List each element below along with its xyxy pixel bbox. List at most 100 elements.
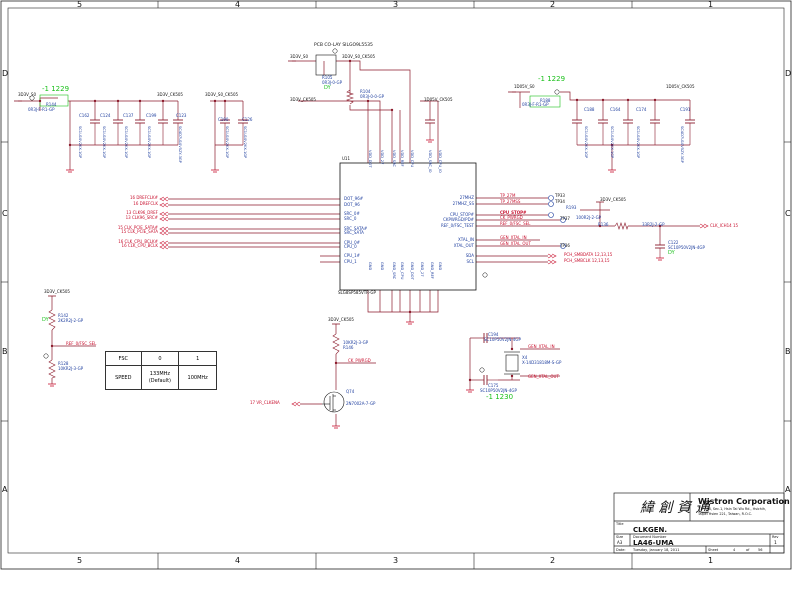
grid-col-5: 5 [77, 0, 83, 9]
grid-row-d-right: D [785, 69, 792, 78]
change-note-right: -1 1229 [538, 75, 566, 83]
c194-ref: C194 [488, 332, 499, 337]
dy-mark-1: DY [324, 85, 331, 91]
c175-val: SC10P50V2JN-4GP [480, 388, 517, 393]
pin-vdd-dot: VDD_DOT [368, 150, 372, 168]
r136-ref: R136 [598, 222, 609, 227]
cap-c190-val: SC1U10V2KX-1GP [225, 126, 229, 159]
rail-3d3v-ck505-a: 3D3V_CK505 [157, 92, 183, 97]
net-gen-xtal-out: GEN_XTAL_OUT [500, 241, 531, 246]
rail-3d3v-s0-ck505: 3D3V_S0_CK505 [205, 92, 239, 97]
net-xtal-out-2: GEN_XTAL_OUT [528, 374, 559, 379]
pin-gnd-3: GND [438, 262, 442, 271]
rev-value: 1 [774, 541, 777, 546]
title-block-frame [613, 492, 785, 554]
grid-row-b-right: B [785, 347, 791, 356]
sheet-title: CLKGEN. [633, 526, 668, 534]
c175-ref: C175 [488, 383, 499, 388]
pin-xtal-in: XTAL_IN [458, 237, 474, 242]
grid-col-3: 3 [393, 0, 399, 9]
doc-number: LA46-UMA [633, 539, 674, 547]
u11-val: SLG8SP585VTR-GP [338, 290, 376, 295]
cap-c137-val: SC1U10V2KX-1GP [124, 126, 128, 159]
net-clk-pcie-sata: 15 CLK_PCIE_SATA [121, 229, 158, 234]
grid-row-b: B [2, 347, 8, 356]
resistor-r188 [529, 95, 561, 108]
mosfet-q74 [323, 391, 345, 413]
rev-label: Rev [772, 535, 779, 539]
cap-c191-ref: C191 [680, 107, 691, 112]
c194-val: SC10P50V2JN-4GP [484, 337, 521, 342]
cap-c188-ref: C188 [584, 107, 595, 112]
grid-row-a: A [2, 485, 8, 494]
pin-gnd-2: GND [380, 262, 384, 271]
rail-3d3v-s0-left: 3D3V_S0 [18, 92, 36, 97]
tp36-label: TP36 [560, 243, 570, 248]
net-pch-smbclk: PCH_SMBCLK 12,13,15 [564, 258, 610, 263]
cap-c137-ref: C137 [123, 113, 134, 118]
cap-c123-val: SC4D7U10V5ZY-3GP [178, 126, 182, 163]
pin-gnd-src: GND_SRC [392, 262, 396, 280]
rail-3d3v-ck505-right: 3D3V_CK505 [600, 197, 626, 202]
rail-1d05v-ck505-mid: 1D05V_CK505 [424, 97, 453, 102]
doc-number-label: Document Number [633, 535, 667, 539]
company-name: Wistron Corporation [698, 497, 790, 506]
table-cell: 1 [178, 351, 217, 366]
pin-gnd-dot: GND_DOT [410, 262, 414, 280]
date-label: Date: [616, 548, 626, 552]
net-ref0-fsc: REF_0/FSC_SEL [500, 221, 531, 226]
pin-cpu-stop: CPU_STOP# [449, 212, 474, 217]
table-cell: 0 [140, 351, 180, 366]
tp34-label: TP34 [555, 199, 565, 204]
net-tp-27mss: TP_27MSS [500, 199, 521, 204]
cap-c162-ref: C162 [79, 113, 90, 118]
net-drefclk: 16 DREFCLK [133, 201, 158, 206]
grid-col-4-bottom: 4 [235, 556, 241, 565]
company-logo-text: 緯 創 資 通 [640, 500, 710, 516]
resistor-r136 [614, 222, 629, 230]
grid-row-a-right: A [785, 485, 791, 494]
grid-row-d: D [2, 69, 9, 78]
net-gen-xtal-in: GEN_XTAL_IN [500, 235, 527, 240]
pcb-colay-note: PCB CO-LAY SILGO9L5535 [314, 43, 373, 48]
crystal-x4 [505, 354, 519, 372]
title-label: Title [616, 522, 624, 526]
sheet-number: 4 [733, 548, 736, 552]
rail-1d05v-ck505-right: 1D05V_CK505 [666, 84, 695, 89]
grid-col-2: 2 [550, 0, 556, 9]
tp-marker [560, 217, 566, 223]
cap-c124-val: SC1U10V2KX-1GP [102, 126, 106, 159]
component-group [14, 48, 709, 429]
resistor-r105 [315, 54, 337, 76]
rail-3d3v-s0-top: 3D3V_S0 [290, 54, 308, 59]
clock-generator-chip [339, 162, 477, 291]
dy-mark-2: DY [42, 317, 49, 323]
cap-c164-val: SC1U10V2KX-1GP [610, 126, 614, 159]
pin-27mhz-ss: 27MHZ_SS [452, 201, 474, 206]
grid-col-1: 1 [708, 0, 714, 9]
pin-vdd-cpu-io: VDD_CPU_IO [438, 150, 442, 173]
r146-val: 10KR2J-3-GP [343, 340, 369, 345]
r142-ref: R142 [58, 313, 69, 318]
pin-ckpwrgd: CKPWRGD/PD# [443, 217, 474, 222]
grid-col-3-bottom: 3 [393, 556, 399, 565]
table-cell: 100MHz [178, 365, 217, 390]
change-note-left: -1 1229 [42, 85, 70, 93]
grid-col-2-bottom: 2 [550, 556, 556, 565]
net-tp-27m: TP_27M [500, 193, 516, 198]
tp-marker [548, 201, 554, 207]
resistor-r128 [48, 359, 56, 379]
cap-c199-ref: C199 [146, 113, 157, 118]
cap-c191-val: SC4D7U10V5ZY-3GP [680, 126, 684, 163]
r128-val: 10KR2J-3-GP [58, 366, 84, 371]
pin-cpu1: CPU_1 [344, 259, 357, 264]
pin-gnd-cpu: GND_CPU [400, 262, 404, 280]
grid-row-c-right: C [785, 209, 791, 218]
c122-ref: C122 [668, 240, 679, 245]
r144-ref: R144 [46, 102, 57, 107]
r193-ref: R193 [566, 205, 577, 210]
dy-mark-3: DY [668, 250, 675, 256]
cap-c126-val: SC1U10V2KX-1GP [243, 126, 247, 159]
inner-border [7, 7, 785, 554]
tp-marker [560, 243, 566, 249]
